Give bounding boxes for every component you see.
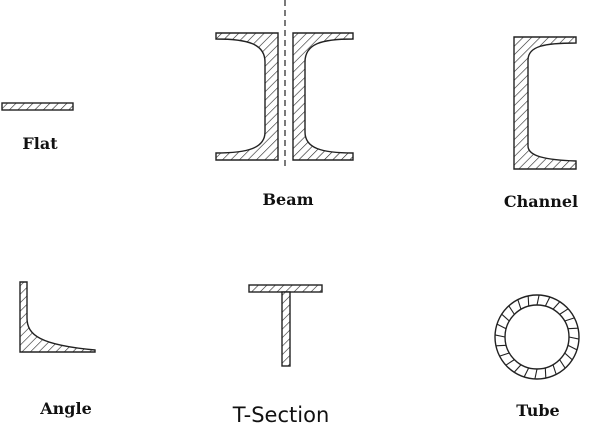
label-t-section: T-Section — [232, 403, 330, 427]
tube-hatch-tick — [567, 344, 578, 351]
label-channel: Channel — [503, 192, 579, 211]
tube-hatch-tick — [523, 367, 530, 378]
tube-hatch-tick — [501, 313, 510, 322]
tube-hatch-tick — [559, 308, 569, 315]
tube-hatch-tick — [567, 327, 579, 330]
tube-hatch-tick — [517, 299, 522, 310]
tube-hatch-tick — [527, 295, 530, 307]
label-beam: Beam — [262, 190, 314, 209]
tube-hatch-tick — [496, 323, 507, 330]
tube-hatch-tick — [513, 364, 522, 373]
label-tube: Tube — [516, 401, 560, 420]
tube-hatching — [494, 294, 580, 380]
flat-section — [1, 102, 74, 111]
beam-left-half — [215, 32, 279, 161]
tube-hatch-tick — [534, 368, 538, 380]
tube-hatch-tick — [552, 301, 561, 310]
tube-hatch-tick — [499, 352, 510, 357]
tube-hatch-tick — [568, 336, 580, 340]
tube-hatch-tick — [494, 334, 506, 338]
t-section-shape — [248, 284, 323, 367]
tube-hatch-tick — [552, 364, 557, 375]
label-flat: Flat — [22, 134, 58, 153]
tube-hatch-tick — [536, 294, 540, 306]
tube-hatch-tick — [508, 305, 515, 315]
tube-hatch-tick — [544, 296, 551, 307]
beam-section — [215, 0, 354, 170]
beam-right-half — [292, 32, 354, 161]
channel-section — [513, 36, 577, 170]
tube-hatch-tick — [564, 317, 575, 322]
tube-hatch-tick — [564, 352, 573, 361]
tube-hatch-tick — [544, 367, 547, 379]
tube-hatch-tick — [495, 344, 507, 347]
label-angle: Angle — [40, 399, 92, 418]
angle-section — [19, 281, 96, 353]
tube-section — [494, 294, 580, 380]
tube-hatch-tick — [505, 359, 515, 366]
tube-hatch-tick — [559, 359, 566, 369]
